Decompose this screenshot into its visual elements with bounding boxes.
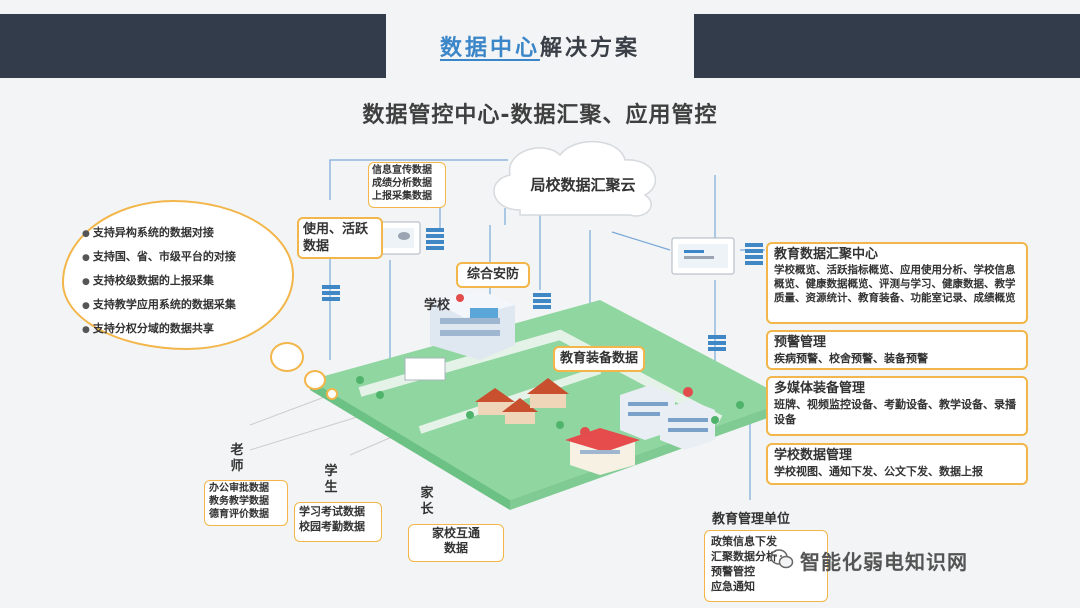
cloud-shape (493, 141, 656, 217)
cloud-label: 局校数据汇聚云 (530, 176, 636, 194)
parent-label-char: 家 (420, 486, 434, 501)
panel-title: 预警管理 (774, 335, 827, 350)
authority-data-line: 应急通知 (711, 580, 755, 593)
security-label: 综合安防 (466, 267, 519, 282)
equipment-data-label: 教育装备数据 (559, 351, 638, 366)
data-center-panel: 教育数据汇聚中心 学校概览、活跃指标概览、应用使用分析、学校信息概览、健康数据概… (766, 242, 1028, 324)
list-item: 支持分权分域的数据共享 (82, 318, 236, 342)
teacher-data-line: 办公审批数据 (209, 483, 269, 494)
teacher-label-char: 师 (230, 459, 244, 474)
school-label: 学校 (424, 298, 451, 313)
connector-line (329, 159, 508, 200)
student-label: 学 生 (322, 464, 340, 496)
equipment-data-box: 教育装备数据 (553, 346, 645, 372)
list-item: 支持国、省、市级平台的对接 (82, 246, 236, 270)
authority-data-line: 预警管控 (711, 565, 755, 578)
panel-title: 学校数据管理 (774, 448, 853, 463)
list-item: 支持异构系统的数据对接 (82, 222, 236, 246)
office-buildings (580, 385, 715, 450)
header-bar-right (694, 14, 1080, 78)
parent-data-line: 数据 (443, 541, 468, 555)
info-data-line: 成绩分析数据 (372, 178, 432, 189)
authority-data-line: 政策信息下发 (711, 535, 777, 548)
student-data-line: 学习考试数据 (299, 505, 365, 518)
school-data-panel: 学校数据管理 学校视图、通知下发、公文下发、数据上报 (766, 443, 1028, 485)
usage-data-box: 使用、活跃数据 (297, 217, 383, 259)
parent-data-line: 家校互通 (431, 526, 480, 540)
multimedia-panel: 多媒体装备管理 班牌、视频监控设备、考勤设备、教学设备、录播设备 (766, 376, 1028, 436)
usage-data-label: 使用、活跃数据 (303, 222, 369, 254)
security-box: 综合安防 (456, 262, 530, 288)
teacher-label: 老 师 (228, 443, 246, 475)
wechat-icon (770, 549, 794, 569)
authority-data-box: 政策信息下发 汇聚数据分析 预警管控 应急通知 (704, 530, 828, 602)
thought-bubble-list: 支持异构系统的数据对接 支持国、省、市级平台的对接 支持校级数据的上报采集 支持… (82, 222, 236, 342)
watermark-text: 智能化弱电知识网 (800, 550, 968, 574)
student-data-box: 学习考试数据 校园考勤数据 (294, 502, 382, 542)
panel-title: 教育数据汇聚中心 (774, 247, 879, 262)
parent-label: 家 长 (418, 486, 436, 518)
info-data-line: 上报采集数据 (372, 191, 432, 202)
trees (356, 376, 744, 429)
parent-label-char: 长 (420, 502, 434, 517)
teacher-label-char: 老 (230, 443, 244, 458)
panel-text: 班牌、视频监控设备、考勤设备、教学设备、录播设备 (774, 398, 1016, 426)
teacher-data-line: 教务教学数据 (209, 496, 269, 507)
teacher-data-line: 德育评价数据 (209, 509, 269, 520)
parent-data-box: 家校互通 数据 (408, 524, 504, 562)
panel-text: 学校概览、活跃指标概览、应用使用分析、学校信息概览、健康数据概览、评测与学习、健… (774, 264, 1016, 304)
authority-data-line: 汇聚数据分析 (711, 550, 777, 563)
info-data-line: 信息宣传数据 (372, 165, 432, 176)
list-item: 支持校级数据的上报采集 (82, 270, 236, 294)
page-title: 数据中心解决方案 (386, 30, 694, 62)
list-item: 支持教学应用系统的数据采集 (82, 294, 236, 318)
thought-bubble-dot (304, 370, 326, 390)
houses (475, 378, 569, 424)
diagram-subtitle: 数据管控中心-数据汇聚、应用管控 (362, 103, 718, 128)
header-bar-left (0, 14, 386, 78)
authority-label: 教育管理单位 (712, 512, 791, 527)
teacher-data-box: 办公审批数据 教务教学数据 德育评价数据 (204, 480, 288, 526)
connector-line (611, 231, 671, 251)
thought-bubble-dot (270, 342, 304, 372)
student-label-char: 学 (324, 464, 338, 479)
warning-panel: 预警管理 疾病预警、校舍预警、装备预警 (766, 330, 1028, 370)
student-label-char: 生 (324, 480, 338, 495)
student-data-line: 校园考勤数据 (299, 520, 365, 533)
school-building (430, 290, 515, 360)
server-icons (322, 228, 763, 351)
panel-title: 多媒体装备管理 (774, 381, 866, 396)
thought-bubble-dot (326, 388, 338, 400)
info-data-box: 信息宣传数据 成绩分析数据 上报采集数据 (368, 162, 446, 208)
page-title-rest: 解决方案 (540, 36, 641, 61)
panel-text: 疾病预警、校舍预警、装备预警 (774, 352, 928, 365)
panel-text: 学校视图、通知下发、公文下发、数据上报 (774, 465, 983, 478)
page-title-highlight: 数据中心 (439, 36, 540, 61)
